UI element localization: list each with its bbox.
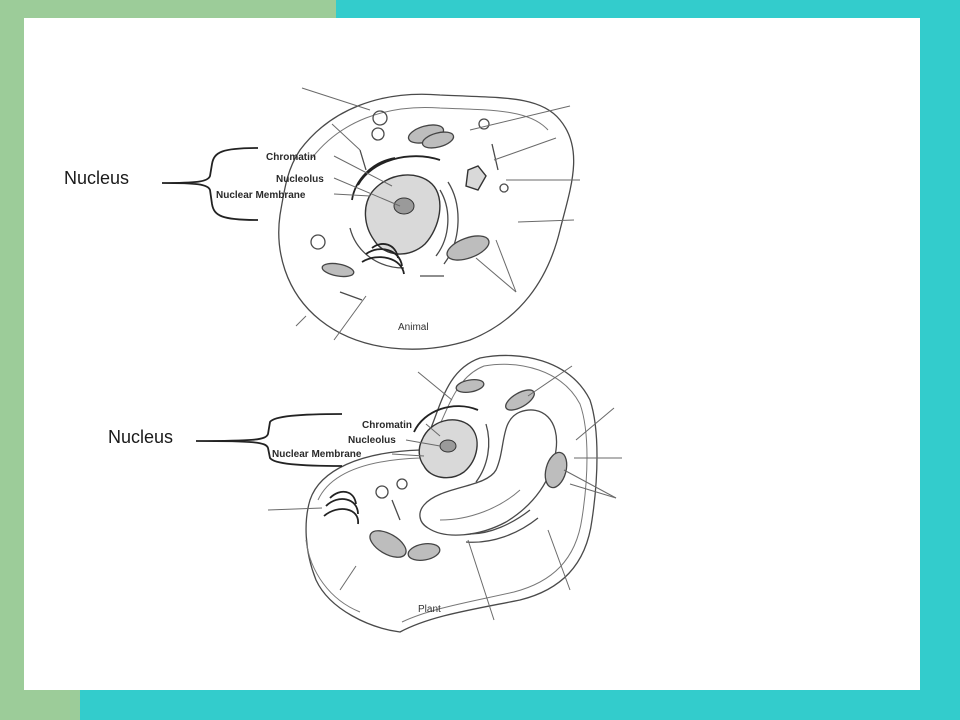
plant-nucleus-label: Nucleus — [108, 427, 173, 447]
animal-nuclear-membrane-label: Nuclear Membrane — [216, 190, 306, 201]
animal-nucleus-brace — [161, 147, 259, 221]
animal-nucleus-labels: Nucleus Chromatin Nucleolus Nuclear Memb… — [64, 147, 429, 333]
plant-vacuole — [419, 409, 558, 536]
frame-top-bar — [0, 0, 336, 18]
animal-cell-membrane — [278, 93, 575, 350]
animal-nucleolus-label: Nucleolus — [276, 174, 324, 185]
plant-cell-label: Plant — [418, 604, 441, 615]
plant-nucleus-brace — [195, 413, 343, 467]
plant-nucleolus — [439, 439, 457, 453]
animal-nucleolus — [393, 197, 415, 215]
cell-diagram: Nucleus Chromatin Nucleolus Nuclear Memb… — [64, 87, 622, 633]
animal-cell — [278, 87, 580, 350]
plant-nucleus-labels: Nucleus Chromatin Nucleolus Nuclear Memb… — [108, 413, 441, 615]
animal-nucleus-label: Nucleus — [64, 168, 129, 188]
plant-cell — [267, 354, 622, 633]
plant-nuclear-membrane-label: Nuclear Membrane — [272, 449, 362, 460]
animal-nucleus — [364, 174, 441, 255]
plant-chromatin-label: Chromatin — [362, 420, 412, 431]
slide-canvas: Nucleus Chromatin Nucleolus Nuclear Memb… — [24, 18, 920, 690]
plant-cell-wall — [305, 354, 598, 633]
animal-chromatin-label: Chromatin — [266, 152, 316, 163]
animal-cell-label: Animal — [398, 322, 429, 333]
plant-nucleolus-label: Nucleolus — [348, 435, 396, 446]
